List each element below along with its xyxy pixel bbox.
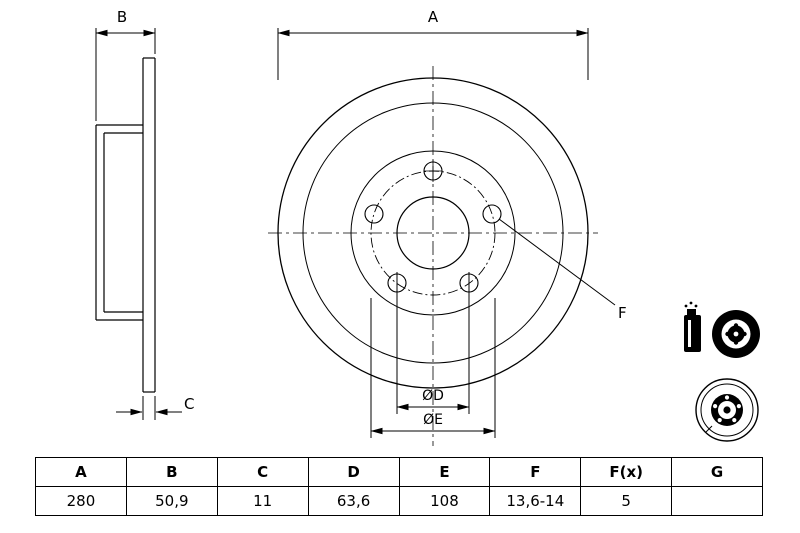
pictogram-coated-disc (684, 301, 760, 358)
dimension-a-label: A (428, 8, 439, 26)
table-header-e: E (398, 457, 491, 487)
table-value-c: 11 (216, 486, 309, 516)
dimension-d (396, 272, 470, 414)
center-lines (268, 66, 598, 446)
dimension-e (370, 298, 496, 438)
table-value-e: 108 (398, 486, 491, 516)
dimension-b (95, 28, 156, 121)
dimension-e-label: ØE (423, 412, 443, 428)
dimension-table-value-row: 280 50,9 11 63,6 108 13,6-14 5 (35, 486, 763, 516)
table-value-b: 50,9 (125, 486, 218, 516)
table-header-a: A (35, 457, 127, 487)
table-header-b: B (125, 457, 218, 487)
table-header-g: G (671, 457, 763, 487)
brake-disc-drawing: B C (95, 8, 760, 446)
dimension-b-label: B (117, 8, 127, 26)
dimension-f-label: F (618, 304, 627, 322)
dimension-table-header-row: A B C D E F F(x) G (35, 457, 763, 487)
dimension-d-label: ØD (422, 388, 444, 404)
spray-can-icon (684, 301, 701, 352)
dimension-table: A B C D E F F(x) G 280 50,9 11 63,6 108 … (35, 457, 763, 516)
table-value-f: 13,6-14 (489, 486, 582, 516)
table-value-fx: 5 (580, 486, 673, 516)
dimension-f-leader (498, 218, 616, 306)
table-header-d: D (307, 457, 400, 487)
dimension-a (277, 28, 589, 80)
table-value-g (671, 486, 763, 516)
table-header-f: F (489, 457, 582, 487)
table-value-a: 280 (35, 486, 127, 516)
side-view-cross-section (95, 57, 156, 393)
pictogram-brake-disc (695, 378, 759, 442)
table-header-c: C (216, 457, 309, 487)
dimension-c-label: C (184, 395, 194, 413)
brake-disc-icon (695, 378, 759, 442)
coated-disc-icon (712, 310, 760, 358)
table-header-fx: F(x) (580, 457, 673, 487)
table-value-d: 63,6 (307, 486, 400, 516)
dimension-c (116, 396, 182, 420)
